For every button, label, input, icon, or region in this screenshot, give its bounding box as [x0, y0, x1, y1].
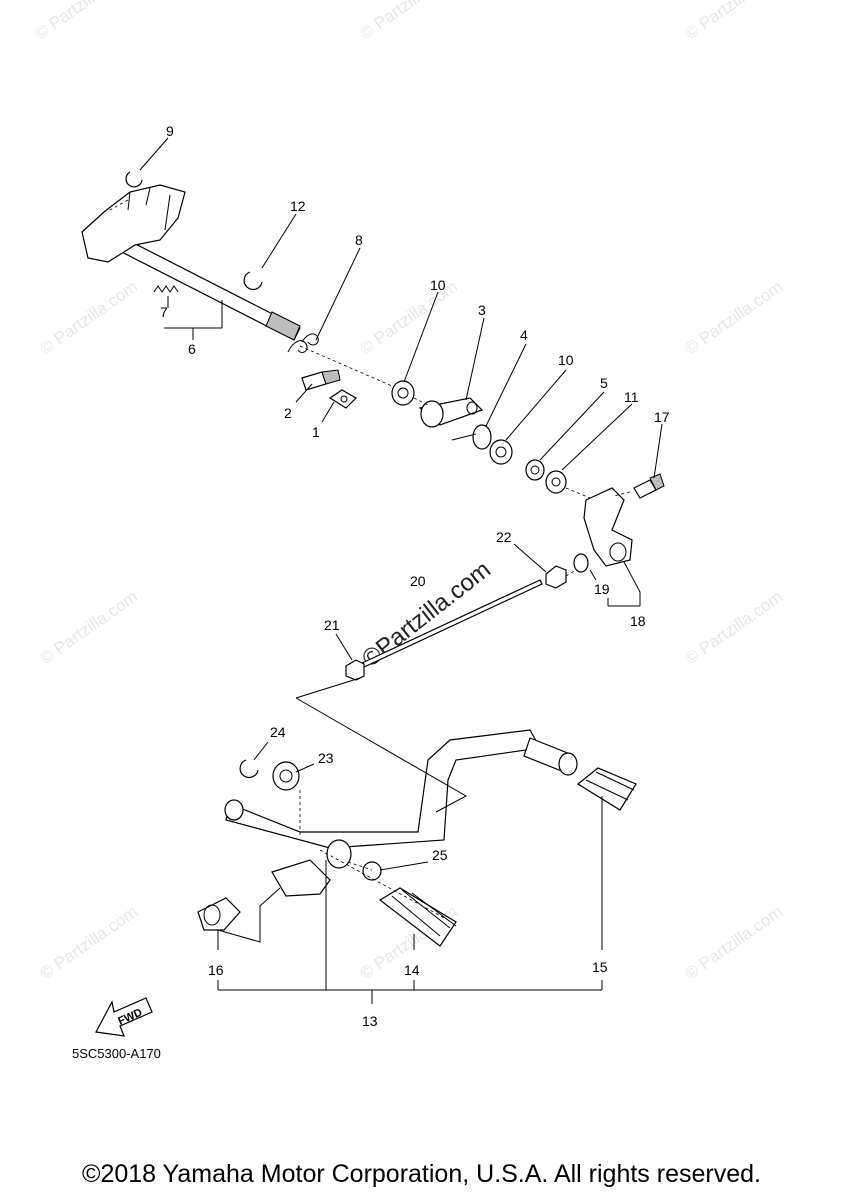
bolt-2: [301, 369, 341, 391]
watermark: © Partzilla.com: [36, 902, 141, 983]
copyright-notice: ©2018 Yamaha Motor Corporation, U.S.A. A…: [82, 1160, 761, 1188]
callout-11: 11: [624, 389, 639, 405]
callout-6: 6: [188, 341, 196, 357]
nut-22: [545, 565, 567, 589]
watermark: © Partzilla.com: [356, 0, 461, 43]
alignment-lines: [109, 199, 631, 921]
callout-19: 19: [594, 581, 610, 597]
footrest-rubber-14: [378, 887, 457, 947]
spring-7: [153, 285, 179, 293]
callout-14: 14: [404, 962, 420, 978]
callout-25: 25: [432, 847, 448, 863]
callout-20: 20: [410, 573, 426, 589]
arm-18: [583, 487, 633, 567]
spring-8: [287, 333, 319, 353]
washer-10a: [391, 380, 415, 406]
shift-pedal-13: [224, 729, 578, 897]
callout-12: 12: [290, 198, 306, 214]
callout-15: 15: [592, 959, 608, 975]
bolt-17: [633, 473, 665, 499]
callout-4: 4: [520, 327, 528, 343]
callout-labels: 9 12 8 7 6 10 3 4 10 5 11 17 2 1 22 20 1…: [160, 123, 670, 1029]
circlip-24: [239, 759, 259, 778]
lever-3: [418, 397, 484, 428]
plate-1: [328, 389, 357, 409]
leader-lines: [139, 137, 663, 1004]
callout-10: 10: [558, 352, 574, 368]
washer-10b: [489, 439, 513, 465]
callout-17: 17: [654, 409, 670, 425]
callout-8: 8: [355, 232, 363, 248]
watermark: © Partzilla.com: [681, 277, 786, 358]
callout-1: 1: [312, 424, 320, 440]
callout-24: 24: [270, 724, 286, 740]
circlip-12: [243, 271, 263, 290]
spring-4: [451, 424, 492, 450]
callout-13: 13: [362, 1013, 378, 1029]
watermark: © Partzilla.com: [31, 0, 136, 43]
callout-16: 16: [208, 962, 224, 978]
watermark: © Partzilla.com: [681, 0, 786, 43]
circlip-9: [125, 171, 143, 188]
washer-11: [545, 470, 567, 494]
joint-19: [573, 553, 589, 573]
fwd-arrow-icon: FWD: [95, 997, 153, 1037]
callout-5: 5: [600, 375, 608, 391]
shift-shaft: [81, 184, 301, 341]
callout-21: 21: [324, 617, 340, 633]
watermark: © Partzilla.com: [36, 277, 141, 358]
watermark: © Partzilla.com: [36, 587, 141, 668]
washer-5: [525, 459, 545, 481]
rubber-16: [197, 897, 241, 931]
callout-23: 23: [318, 750, 334, 766]
watermark: © Partzilla.com: [681, 587, 786, 668]
footrest-rubber-15: [576, 767, 637, 811]
callout-22: 22: [496, 529, 512, 545]
washer-23: [272, 761, 300, 791]
callout-9: 9: [166, 123, 174, 139]
callout-7: 7: [160, 304, 168, 320]
callout-18: 18: [630, 613, 646, 629]
callout-10: 10: [430, 277, 446, 293]
nut-21: [345, 659, 365, 681]
washer-25: [362, 861, 382, 881]
callout-3: 3: [478, 302, 486, 318]
diagram-code: 5SC5300-A170: [72, 1046, 161, 1061]
watermark: © Partzilla.com: [681, 902, 786, 983]
callout-2: 2: [284, 405, 292, 421]
